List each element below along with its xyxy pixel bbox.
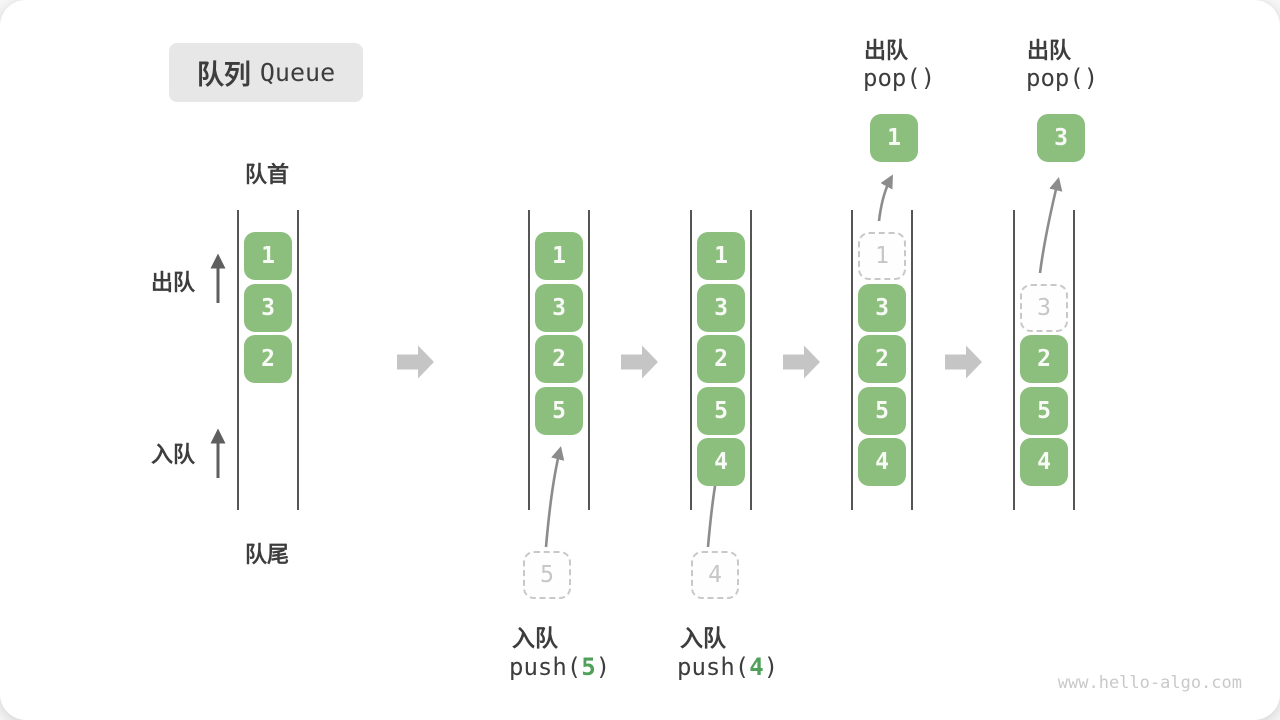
code-arg: 4	[749, 653, 764, 681]
queue1-item: 1	[244, 232, 292, 280]
queue1-left-wall	[237, 210, 239, 510]
pop3-arrow-icon	[1038, 177, 1063, 274]
queue5-item: 4	[1020, 438, 1068, 486]
queue4-item: 3	[858, 284, 906, 332]
queue1-item: 2	[244, 335, 292, 383]
popped-item-3: 3	[1037, 114, 1085, 162]
code-arg: 5	[581, 653, 596, 681]
title-en: Queue	[259, 58, 336, 87]
queue5-removed-item: 3	[1020, 284, 1068, 332]
queue4-item: 2	[858, 335, 906, 383]
queue5-item: 2	[1020, 335, 1068, 383]
queue5-left-wall	[1013, 210, 1015, 510]
flow-arrow-3-icon	[783, 345, 820, 379]
queue2-item: 2	[535, 335, 583, 383]
flow-arrow-1-icon	[397, 345, 434, 379]
enqueue5-label: 入队	[512, 625, 558, 651]
queue4-item: 5	[858, 387, 906, 435]
queue2-right-wall	[588, 210, 590, 510]
title-zh: 队列	[196, 60, 251, 90]
front-label: 队首	[244, 162, 289, 187]
enqueue5-code: push(5)	[509, 653, 610, 681]
queue5-right-wall	[1073, 210, 1075, 510]
queue1-item: 3	[244, 284, 292, 332]
queue4-removed-item: 1	[858, 232, 906, 280]
code-close: )	[595, 653, 611, 681]
queue3-left-wall	[690, 210, 692, 510]
queue3-item: 2	[697, 335, 745, 383]
rear-label: 队尾	[244, 542, 289, 567]
queue3-right-wall	[750, 210, 752, 510]
queue2-item: 3	[535, 284, 583, 332]
queue2-item: 1	[535, 232, 583, 280]
queue2-left-wall	[528, 210, 530, 510]
staged-item-4: 4	[691, 551, 739, 599]
pop3-code: pop()	[1026, 64, 1099, 92]
queue2-item: 5	[535, 387, 583, 435]
pop1-code: pop()	[863, 64, 936, 92]
enqueue-label: 入队	[151, 442, 196, 467]
code-fn: push(	[677, 653, 750, 681]
flow-arrow-2-icon	[621, 345, 658, 379]
staged-item-5: 5	[523, 551, 571, 599]
code-fn: push(	[509, 653, 582, 681]
flow-arrow-4-icon	[945, 345, 982, 379]
queue3-item: 5	[697, 387, 745, 435]
watermark: www.hello-algo.com	[1057, 673, 1242, 693]
code-close: )	[763, 653, 779, 681]
pop1-label: 出队	[864, 38, 909, 63]
queue1-right-wall	[297, 210, 299, 510]
enqueue5-arrow-icon	[544, 446, 565, 548]
queue3-item: 4	[697, 438, 745, 486]
queue3-item: 1	[697, 232, 745, 280]
queue5-item: 5	[1020, 387, 1068, 435]
dequeue-label: 出队	[151, 270, 196, 295]
enqueue4-code: push(4)	[677, 653, 778, 681]
pop3-label: 出队	[1027, 38, 1072, 63]
queue4-left-wall	[851, 210, 853, 510]
popped-item-1: 1	[870, 114, 918, 162]
queue4-right-wall	[911, 210, 913, 510]
enqueue4-label: 入队	[680, 625, 726, 651]
queue4-item: 4	[858, 438, 906, 486]
diagram-title: 队列 Queue	[169, 43, 363, 102]
queue3-item: 3	[697, 284, 745, 332]
pop1-arrow-icon	[877, 174, 893, 222]
